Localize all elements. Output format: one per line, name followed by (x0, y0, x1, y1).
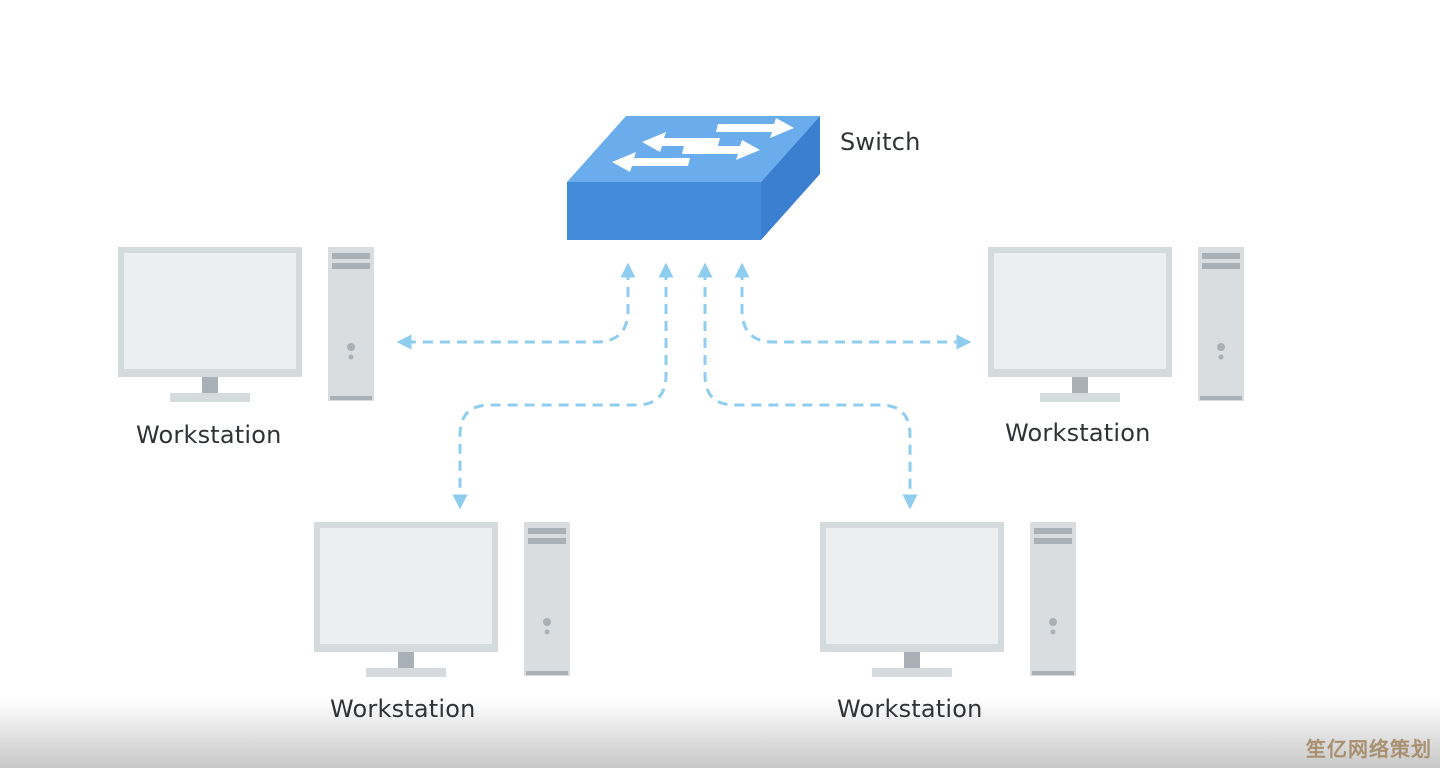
workstation-icon (988, 247, 1244, 402)
switch-icon (567, 116, 820, 240)
workstation-label-top-left: Workstation (136, 421, 282, 449)
bottom-fade (0, 698, 1440, 768)
link-bottom-left (452, 262, 674, 510)
link-bottom-right (697, 262, 918, 510)
workstation-label-bottom-right: Workstation (837, 695, 983, 723)
workstation-label-top-right: Workstation (1005, 419, 1151, 447)
link-top-left (396, 262, 636, 350)
workstation-icon (314, 522, 570, 677)
watermark: 笙亿网络策划 (1306, 737, 1432, 761)
workstation-label-bottom-left: Workstation (330, 695, 476, 723)
workstation-icon (118, 247, 374, 402)
workstation-icon (820, 522, 1076, 677)
link-top-right (734, 262, 972, 350)
switch-label: Switch (840, 128, 921, 156)
